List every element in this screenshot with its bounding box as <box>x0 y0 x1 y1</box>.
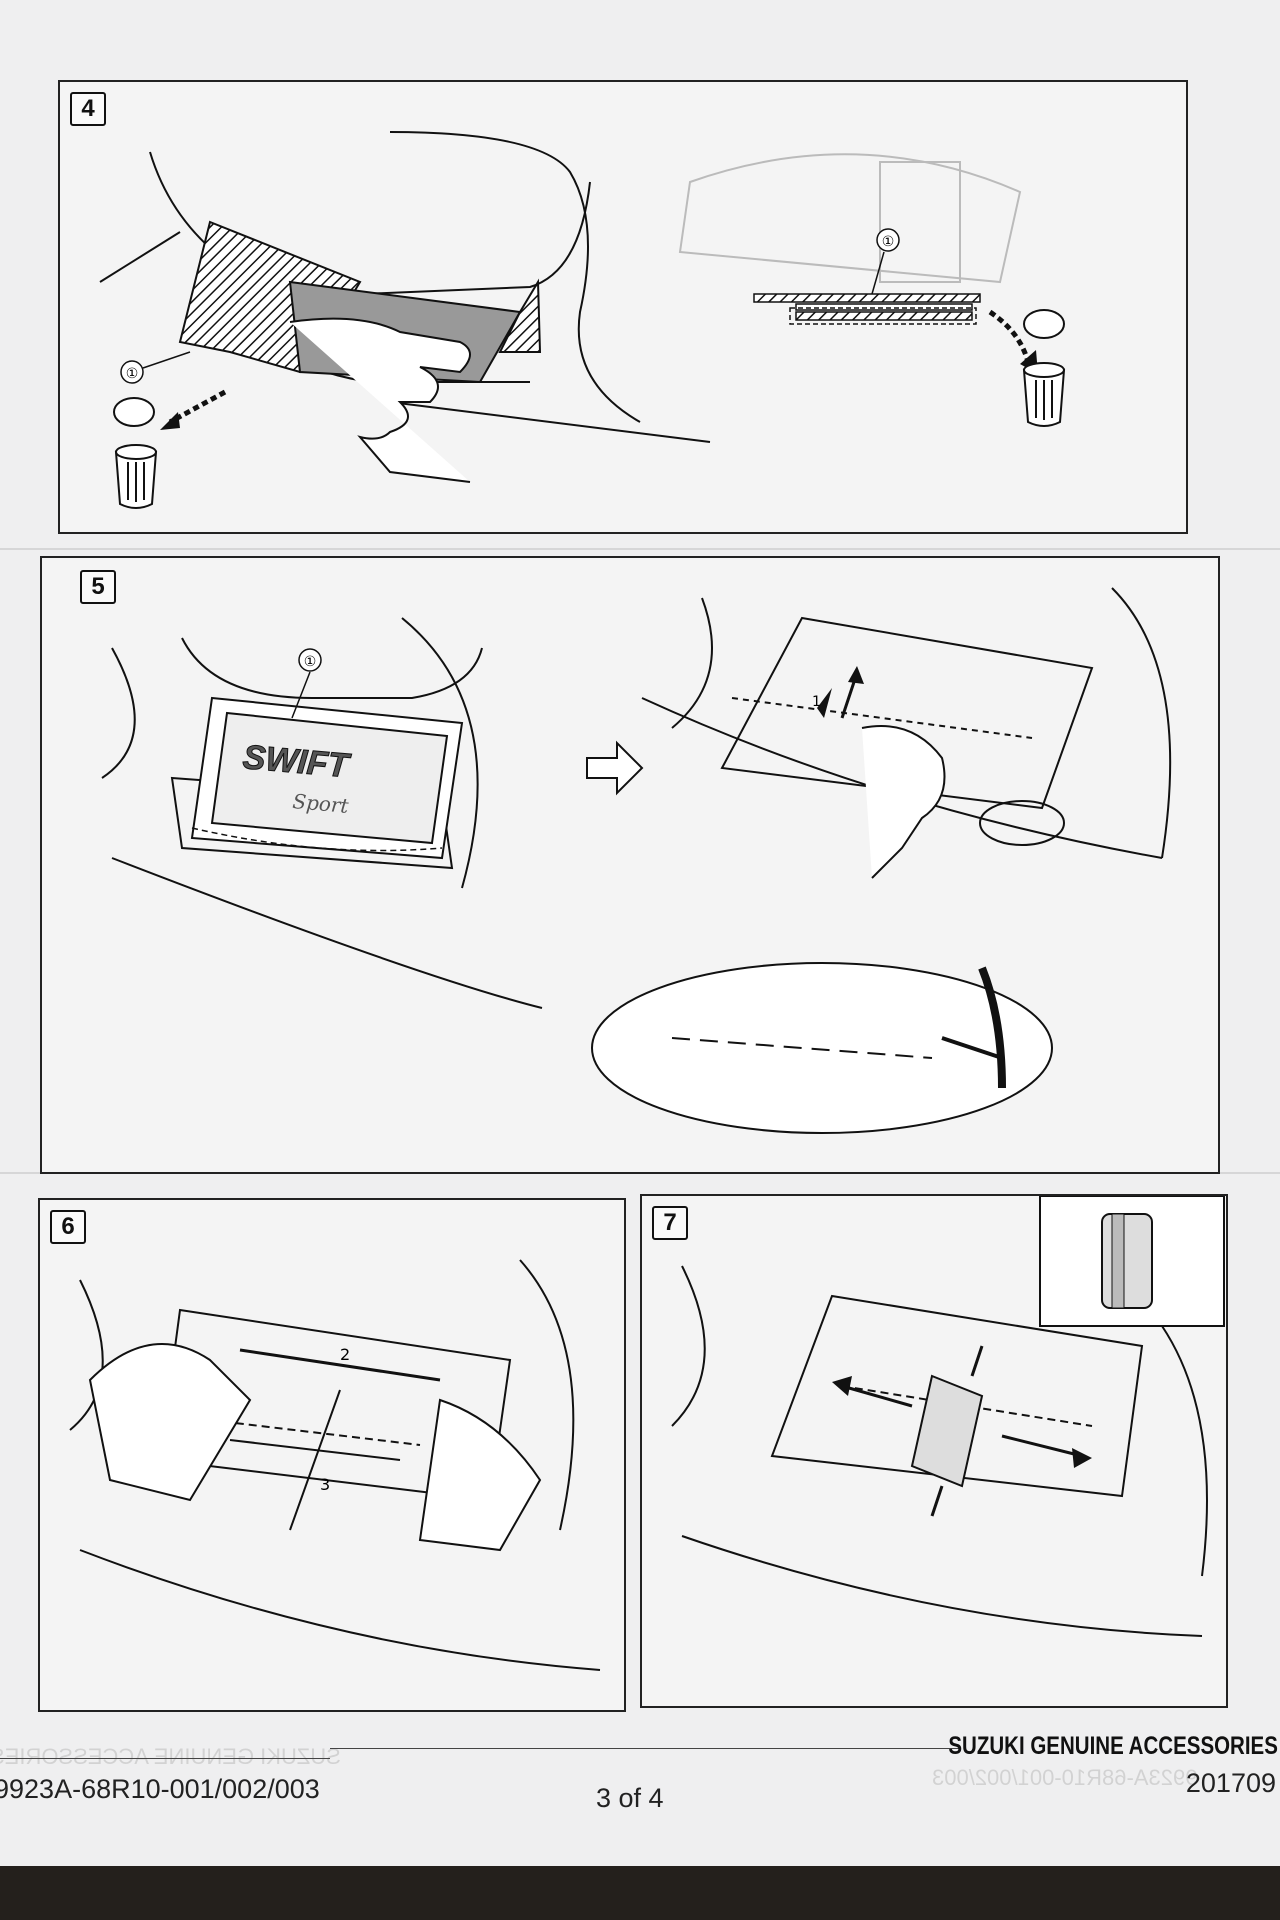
direction-arrow-icon <box>160 412 180 430</box>
thumb <box>861 725 946 879</box>
footer-rule-left <box>0 1758 330 1759</box>
swift-emblem: SWIFT Sport <box>190 696 464 860</box>
callout-1-label: ① <box>126 366 139 382</box>
callout-1-right-label: ① <box>882 234 895 250</box>
footer-rule-right <box>330 1748 960 1749</box>
bleed-through-brand: SUZUKI GENUINE ACCESSORIES <box>0 1744 341 1769</box>
left-hand <box>88 1343 252 1502</box>
squeegee-icon <box>1101 1213 1153 1309</box>
trash-bin-icon <box>1022 309 1066 427</box>
step-6-number: 6 <box>50 1210 86 1244</box>
step-label-2: 2 <box>340 1345 350 1364</box>
brand-name: SUZUKI GENUINE ACCESSORIES <box>948 1732 1278 1760</box>
emblem-layer <box>753 293 981 303</box>
squeegee-icon <box>910 1374 984 1488</box>
page-number: 3 of 4 <box>596 1783 664 1813</box>
hand <box>289 317 471 483</box>
bleed-through-part-number: 9923A-68R10-001/002/003 <box>932 1765 1198 1790</box>
emblem-word-sport: Sport <box>292 789 351 818</box>
zoom-bubble <box>591 962 1053 1134</box>
part-number: 9923A-68R10-001/002/003 <box>0 1774 320 1804</box>
step-4-panel: 4 ① <box>58 80 1188 534</box>
step-5-illustration: SWIFT Sport ① 1 <box>101 587 1172 1134</box>
callout-1 <box>120 360 144 384</box>
step-label-3: 3 <box>320 1475 330 1494</box>
step-4-illustration: ① ① <box>99 131 1066 509</box>
direction-arrow-icon <box>586 740 644 796</box>
step-4-number: 4 <box>70 92 106 126</box>
faded-car-outline <box>678 153 1022 284</box>
release-liner <box>795 311 973 321</box>
step-5-number: 5 <box>80 570 116 604</box>
step-5-panel: 5 SWIFT Sport ① <box>40 556 1220 1174</box>
step-7-number: 7 <box>652 1206 688 1240</box>
issue-date: 201709 <box>1185 1768 1276 1798</box>
callout-1-label: ① <box>304 654 317 670</box>
instruction-sheet-page: 4 ① <box>0 0 1280 1866</box>
step-6-panel: 6 2 3 <box>38 1198 626 1712</box>
step-label-1: 1 <box>812 694 821 710</box>
right-hand <box>418 1398 542 1552</box>
trash-bin-icon <box>113 397 158 509</box>
step-7-illustration <box>671 1196 1225 1637</box>
step-6-illustration: 2 3 <box>69 1259 601 1671</box>
step-7-panel: 7 <box>640 1194 1228 1708</box>
paper-fold-line <box>0 548 1280 550</box>
